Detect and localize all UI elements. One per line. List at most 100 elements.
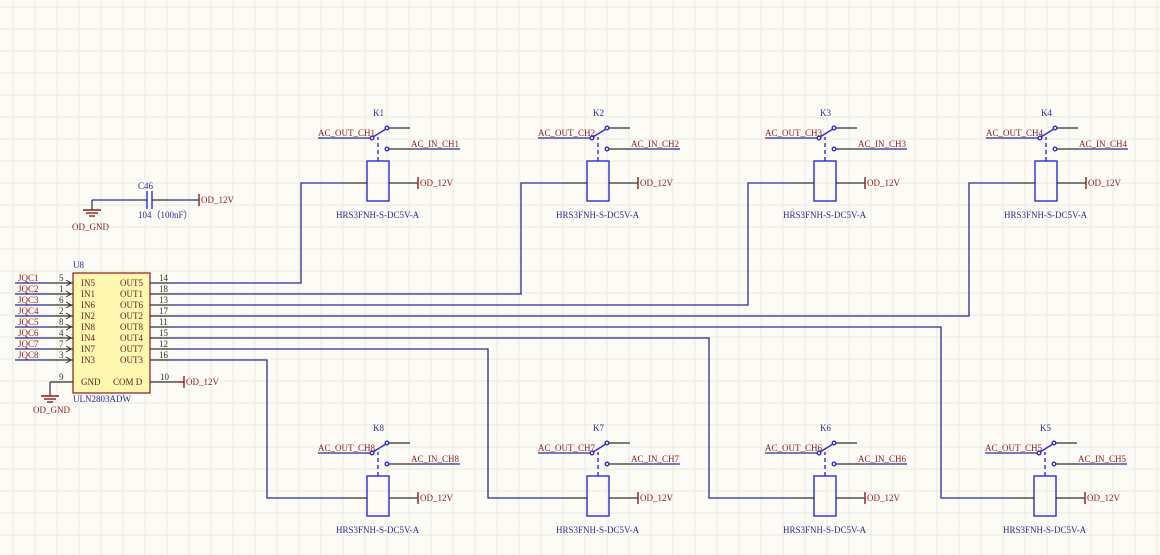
- relay-designator: K7: [593, 423, 604, 433]
- ac-in-net-label: AC_IN_CH1: [411, 139, 459, 149]
- relay-part-number: HRS3FNH-S-DC5V-A: [556, 210, 640, 220]
- relay-k2[interactable]: OD_12VK2AC_OUT_CH2AC_IN_CH2HRS3FNH-S-DC5…: [538, 108, 680, 220]
- relay-k4[interactable]: OD_12VK4AC_OUT_CH4AC_IN_CH4HRS3FNH-S-DC5…: [986, 108, 1128, 220]
- switch-nc-contact: [604, 440, 610, 446]
- ac-in-net-label: AC_IN_CH2: [631, 139, 679, 149]
- net-wire: [172, 182, 565, 295]
- ac-in-net-label: AC_IN_CH8: [411, 454, 460, 464]
- capacitor-c46[interactable]: C46 104（100nF） OD_12V OD_GND: [72, 181, 234, 232]
- switch-nc-contact: [1052, 125, 1058, 131]
- ac-out-net-label: AC_OUT_CH6: [765, 443, 823, 453]
- output-pin-name: OUT8: [120, 322, 143, 332]
- switch-blade: [592, 443, 607, 453]
- output-pin-number: 13: [159, 295, 169, 305]
- relay-coil: [1033, 475, 1057, 517]
- ac-out-net-label: AC_OUT_CH4: [986, 128, 1044, 138]
- cap-power-net: OD_12V: [201, 195, 234, 205]
- relay-part-number: HRS3FNH-S-DC5V-A: [783, 210, 867, 220]
- switch-no-contact: [384, 461, 390, 467]
- switch-nc-contact: [384, 440, 390, 446]
- input-pin-number: 3: [59, 350, 64, 360]
- relay-power-net: OD_12V: [867, 178, 900, 188]
- switch-common-contact: [1036, 450, 1042, 456]
- input-pin-name: IN4: [81, 333, 95, 343]
- switch-nc-contact: [831, 125, 837, 131]
- input-net-label: JQC5: [18, 317, 39, 327]
- relay-designator: K1: [373, 108, 384, 118]
- net-wire: [172, 326, 1012, 499]
- input-net-label: JQC8: [18, 350, 39, 360]
- relay-k7[interactable]: OD_12VK7AC_OUT_CH7AC_IN_CH7HRS3FNH-S-DC5…: [538, 423, 680, 535]
- relay-coil: [586, 160, 610, 202]
- output-pin-number: 14: [159, 273, 169, 283]
- input-arrow-icon: [65, 356, 72, 364]
- ac-out-net-label: AC_OUT_CH3: [765, 128, 823, 138]
- switch-common-contact: [816, 450, 822, 456]
- output-pin-name: OUT6: [120, 300, 143, 310]
- com-pin-number: 10: [160, 372, 170, 382]
- relay-power-net: OD_12V: [420, 178, 453, 188]
- input-arrow-icon: [65, 312, 72, 320]
- switch-no-contact: [831, 146, 837, 152]
- relay-k5[interactable]: OD_12VK5AC_OUT_CH5AC_IN_CH5HRS3FNH-S-DC5…: [985, 423, 1127, 535]
- input-net-label: JQC4: [18, 306, 39, 316]
- output-pin-number: 18: [159, 284, 169, 294]
- relay-k1[interactable]: OD_12VK1AC_OUT_CH1AC_IN_CH1HRS3FNH-S-DC5…: [318, 108, 460, 220]
- input-net-label: JQC1: [18, 273, 39, 283]
- relay-designator: K5: [1040, 423, 1051, 433]
- relay-power-net: OD_12V: [1088, 178, 1121, 188]
- relay-designator: K8: [373, 423, 384, 433]
- input-pin-name: IN7: [81, 344, 95, 354]
- input-pin-name: IN1: [81, 289, 95, 299]
- input-net-label: JQC2: [18, 284, 39, 294]
- input-pin-number: 8: [59, 317, 64, 327]
- switch-nc-contact: [604, 125, 610, 131]
- relay-k8[interactable]: OD_12VK8AC_OUT_CH8AC_IN_CH8HRS3FNH-S-DC5…: [318, 423, 460, 535]
- input-arrow-icon: [65, 334, 72, 342]
- output-pin-number: 16: [159, 350, 169, 360]
- ac-in-net-label: AC_IN_CH6: [858, 454, 907, 464]
- relay-part-number: HRS3FNH-S-DC5V-A: [1004, 210, 1088, 220]
- relay-coil: [366, 160, 390, 202]
- relay-coil: [366, 475, 390, 517]
- relay-k3[interactable]: OD_12VK3AC_OUT_CH3AC_IN_CH3HRS3FNH-S-DC5…: [765, 108, 907, 220]
- output-pin-name: OUT3: [120, 355, 143, 365]
- switch-blade: [372, 443, 387, 453]
- switch-common-contact: [589, 450, 595, 456]
- switch-blade: [1040, 128, 1055, 138]
- switch-no-contact: [1051, 461, 1057, 467]
- net-wire: [172, 359, 345, 499]
- output-pin-name: OUT4: [120, 333, 143, 343]
- switch-common-contact: [369, 450, 375, 456]
- input-net-label: JQC3: [18, 295, 39, 305]
- relay-k6[interactable]: OD_12VK6AC_OUT_CH6AC_IN_CH6HRS3FNH-S-DC5…: [765, 423, 907, 535]
- ic-part-number: ULN2803ADW: [73, 394, 131, 404]
- net-wire: [172, 182, 345, 284]
- input-net-label: JQC6: [18, 328, 39, 338]
- ac-in-net-label: AC_IN_CH5: [1078, 454, 1127, 464]
- input-pin-number: 1: [59, 284, 64, 294]
- switch-blade: [592, 128, 607, 138]
- output-pin-number: 17: [159, 306, 169, 316]
- ac-out-net-label: AC_OUT_CH1: [318, 128, 375, 138]
- switch-no-contact: [604, 146, 610, 152]
- cap-gnd-net: OD_GND: [72, 222, 109, 232]
